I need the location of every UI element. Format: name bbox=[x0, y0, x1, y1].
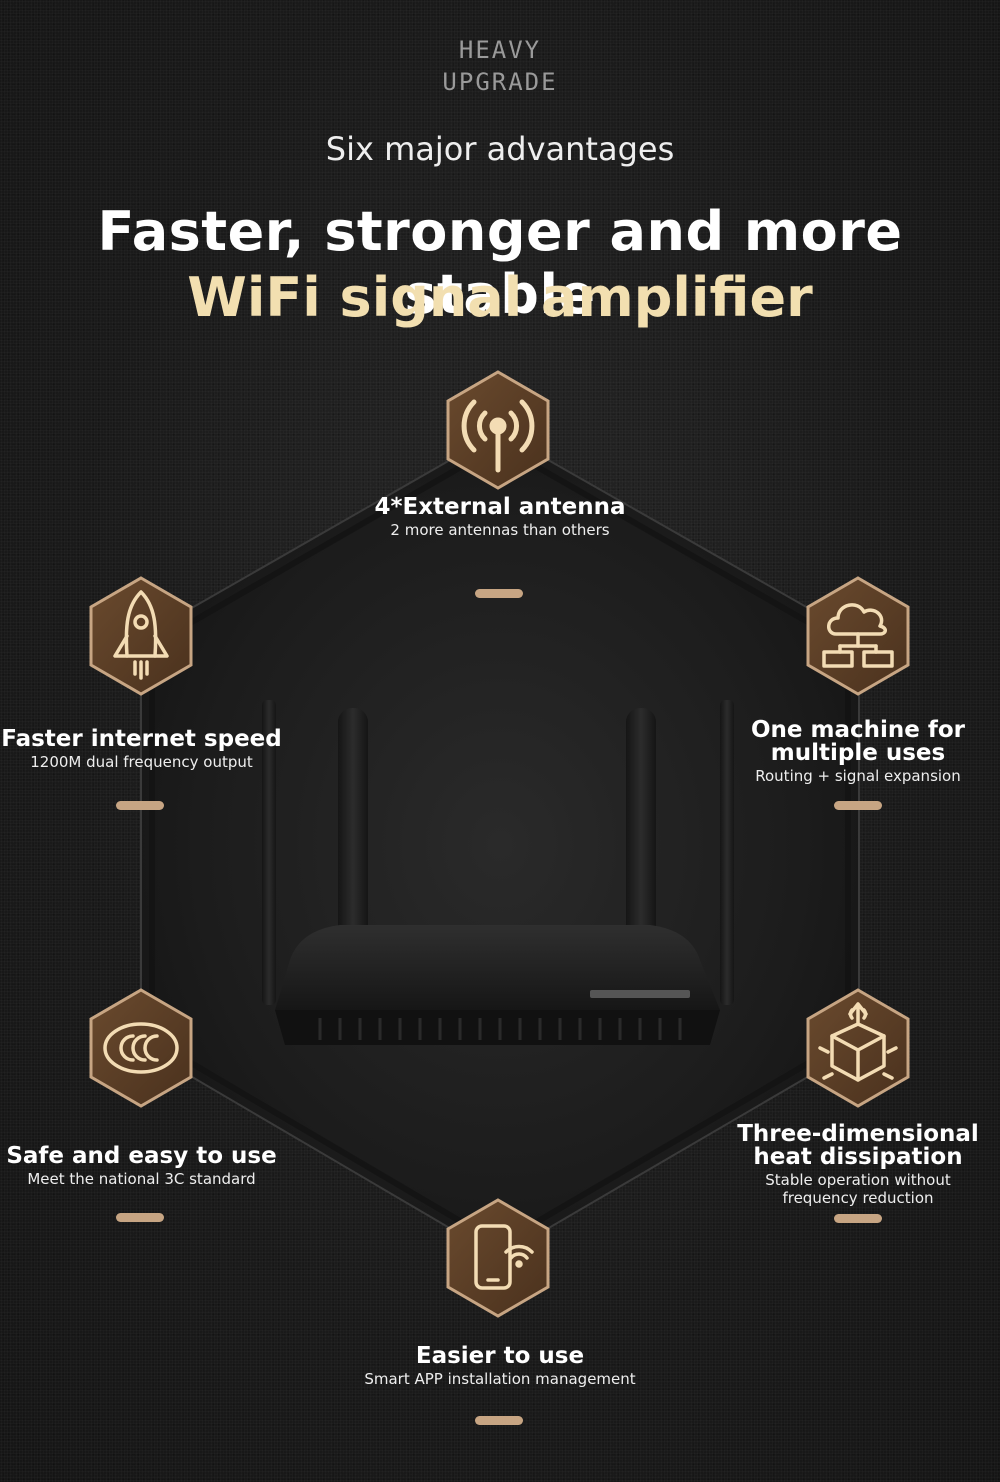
feature-easy: Easier to use Smart APP installation man… bbox=[300, 1343, 700, 1389]
antenna-icon bbox=[446, 370, 550, 490]
feature-desc: Meet the national 3C standard bbox=[27, 1170, 256, 1188]
feature-antenna: 4*External antenna 2 more antennas than … bbox=[300, 494, 700, 540]
feature-divider bbox=[116, 1213, 164, 1222]
feature-title-line1: Three-dimensional bbox=[737, 1121, 979, 1147]
smartphone-wifi-icon bbox=[446, 1198, 550, 1318]
feature-heat: Three-dimensional heat dissipation Stabl… bbox=[718, 1121, 998, 1208]
feature-title: Faster internet speed bbox=[1, 726, 282, 752]
heat-dissipation-icon bbox=[806, 988, 910, 1108]
headline-accent: WiFi signal amplifier bbox=[187, 266, 813, 329]
feature-title: Safe and easy to use bbox=[6, 1143, 277, 1169]
router-image bbox=[262, 700, 734, 1045]
feature-desc: 2 more antennas than others bbox=[390, 521, 610, 539]
feature-title-line2: heat dissipation bbox=[753, 1144, 963, 1170]
feature-title-line2: multiple uses bbox=[770, 740, 946, 766]
feature-divider bbox=[475, 1416, 523, 1425]
feature-divider bbox=[116, 801, 164, 810]
subtitle: Six major advantages bbox=[325, 130, 675, 168]
feature-divider bbox=[834, 801, 882, 810]
feature-title: Easier to use bbox=[415, 1343, 585, 1369]
feature-desc: 1200M dual frequency output bbox=[30, 753, 253, 771]
badge-line-1: HEAVY bbox=[458, 36, 542, 64]
feature-multi: One machine for multiple uses Routing + … bbox=[718, 717, 998, 786]
cloud-network-icon bbox=[806, 576, 910, 696]
ccc-certification-icon bbox=[89, 988, 193, 1108]
feature-desc: Routing + signal expansion bbox=[755, 767, 961, 785]
headline: Faster, stronger and more stable bbox=[97, 200, 903, 326]
feature-safe: Safe and easy to use Meet the national 3… bbox=[0, 1143, 283, 1189]
feature-desc-line2: frequency reduction bbox=[782, 1189, 934, 1207]
feature-title: 4*External antenna bbox=[374, 494, 626, 520]
rocket-icon bbox=[89, 576, 193, 696]
feature-speed: Faster internet speed 1200M dual frequen… bbox=[0, 726, 283, 772]
feature-title-line1: One machine for bbox=[750, 717, 966, 743]
feature-divider bbox=[475, 589, 523, 598]
feature-desc: Smart APP installation management bbox=[364, 1370, 636, 1388]
badge-line-2: UPGRADE bbox=[442, 68, 558, 96]
feature-divider bbox=[834, 1214, 882, 1223]
feature-desc-line1: Stable operation without bbox=[765, 1171, 951, 1189]
